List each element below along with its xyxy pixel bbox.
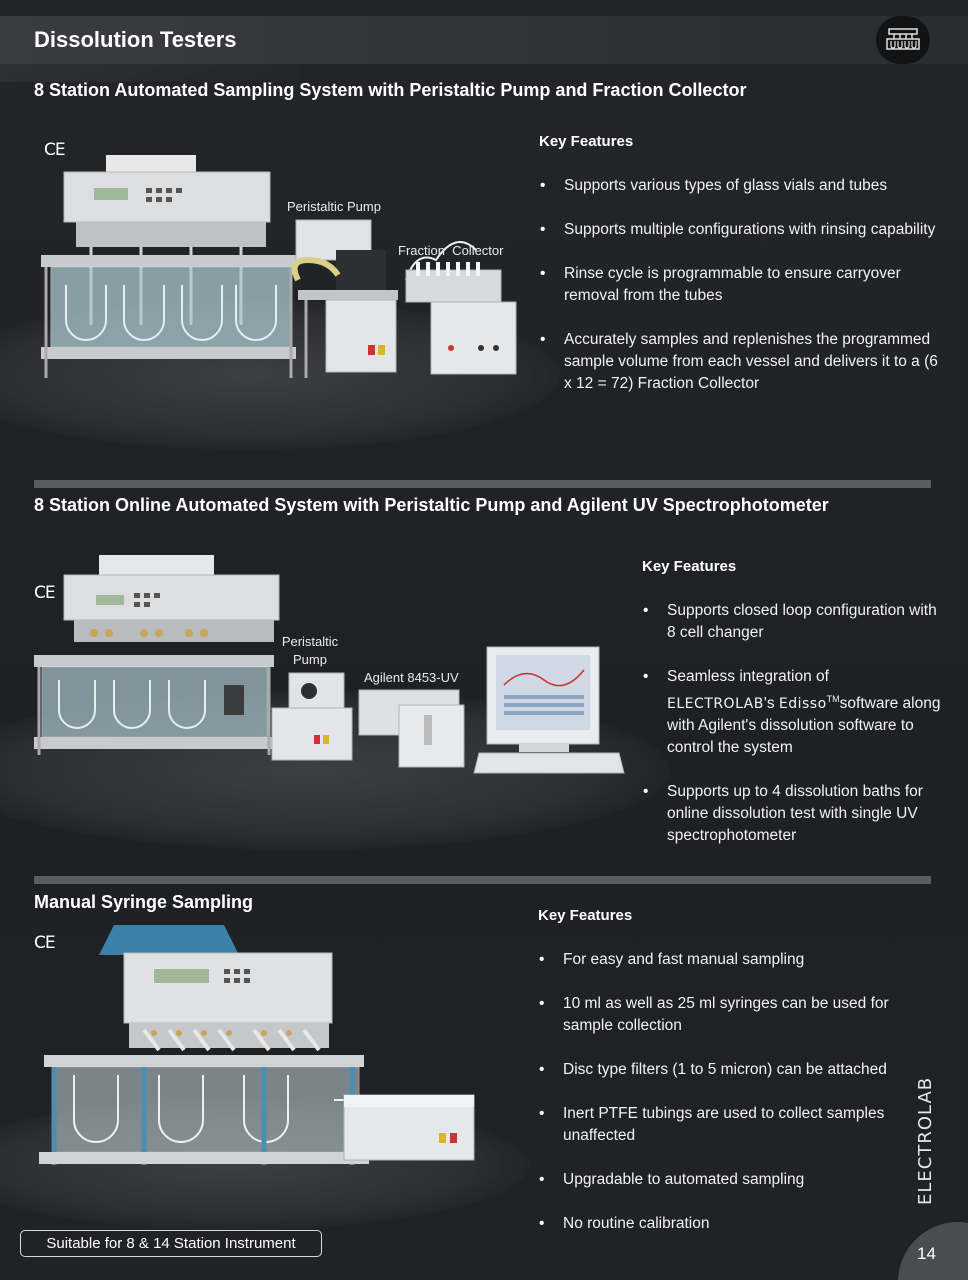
integration-prefix: Seamless integration of <box>667 668 829 685</box>
feature-list-2: Supports closed loop configuration with … <box>643 600 943 847</box>
feature-item: 10 ml as well as 25 ml syringes can be u… <box>539 993 924 1037</box>
feature-list-3: For easy and fast manual sampling 10 ml … <box>539 949 924 1235</box>
feature-item: Accurately samples and replenishes the p… <box>540 329 940 395</box>
header-band <box>0 16 968 82</box>
section-2-title: 8 Station Online Automated System with P… <box>34 495 829 515</box>
instrument-badge: Suitable for 8 & 14 Station Instrument <box>20 1230 322 1257</box>
key-features-title-1: Key Features <box>539 133 634 150</box>
feature-item: Supports up to 4 dissolution baths for o… <box>643 781 943 847</box>
feature-item: For easy and fast manual sampling <box>539 949 924 971</box>
key-features-title-2: Key Features <box>642 558 737 575</box>
page-title: Dissolution Testers <box>34 27 237 52</box>
electrolab-brand: ELECTROLAB <box>667 696 764 713</box>
feature-item: Upgradable to automated sampling <box>539 1169 924 1191</box>
page-number: 14 <box>917 1244 936 1263</box>
feature-item: Supports various types of glass vials an… <box>540 175 940 197</box>
feature-list-1: Supports various types of glass vials an… <box>540 175 940 395</box>
online-automated-system-image <box>34 555 625 774</box>
edisso-product: Edisso <box>778 696 827 713</box>
key-features-title-3: Key Features <box>538 907 633 924</box>
feature-item: Supports multiple configurations with ri… <box>540 219 940 241</box>
integration-middle: 's <box>763 695 779 713</box>
trademark-mark: TM <box>826 694 840 704</box>
ce-mark-2: CE <box>34 583 56 603</box>
peristaltic-pump-label-2: Peristaltic Pump <box>281 634 339 667</box>
footer-brand: ELECTROLAB <box>915 1076 936 1205</box>
fraction-collector-label: Fraction Collector <box>398 243 504 258</box>
section-divider-1 <box>34 480 931 488</box>
dissolution-bath-icon <box>876 16 930 64</box>
feature-item-integration: Seamless integration of ELECTROLAB's Edis… <box>643 666 943 759</box>
section-3-title: Manual Syringe Sampling <box>34 892 254 912</box>
section-divider-2 <box>34 876 931 884</box>
ce-mark-3: CE <box>34 933 56 953</box>
automated-sampling-system-image <box>41 155 517 378</box>
section-1-title: 8 Station Automated Sampling System with… <box>34 80 747 100</box>
feature-item: No routine calibration <box>539 1213 924 1235</box>
manual-syringe-sampling-image <box>39 925 475 1165</box>
feature-item: Supports closed loop configuration with … <box>643 600 943 644</box>
feature-item: Rinse cycle is programmable to ensure ca… <box>540 263 940 307</box>
agilent-uv-label: Agilent 8453-UV <box>364 670 459 685</box>
feature-item: Inert PTFE tubings are used to collect s… <box>539 1103 924 1147</box>
integration-suffix: software along with Agilent's dissolutio… <box>667 695 941 757</box>
peristaltic-pump-label: Peristaltic Pump <box>287 199 381 214</box>
ce-mark-1: CE <box>44 140 66 160</box>
feature-item: Disc type filters (1 to 5 micron) can be… <box>539 1059 924 1081</box>
